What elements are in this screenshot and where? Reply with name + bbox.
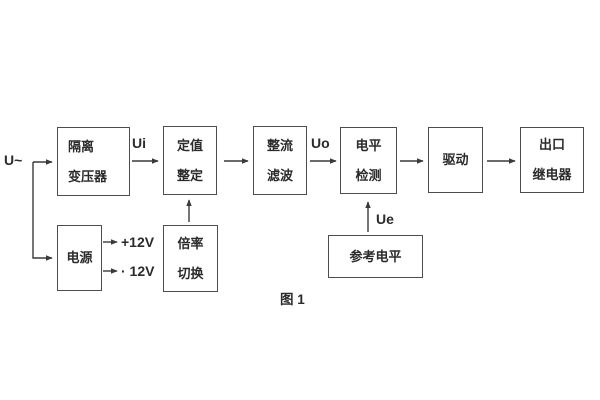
block-setpoint-setting: 定值 整定 bbox=[163, 126, 217, 195]
block-label-line: 变压器 bbox=[68, 168, 108, 184]
block-label-line: 电平 bbox=[355, 137, 382, 153]
signal-label-ue: Ue bbox=[376, 211, 394, 227]
signal-label-uo: Uo bbox=[311, 135, 330, 151]
figure-caption: 图 1 bbox=[280, 292, 305, 307]
block-label-line: 切换 bbox=[177, 265, 204, 281]
signal-label-ui: Ui bbox=[132, 135, 146, 151]
block-label-line: 倍率 bbox=[177, 235, 204, 251]
block-label-line: 隔离 bbox=[68, 138, 95, 154]
block-rectifier-filter: 整流 滤波 bbox=[253, 126, 307, 195]
block-label-line: 参考电平 bbox=[349, 248, 402, 264]
block-ratio-switch: 倍率 切换 bbox=[163, 225, 218, 292]
block-label-line: 整流 bbox=[266, 137, 293, 153]
block-label-line: 出口 bbox=[538, 137, 565, 152]
signal-label-input: U~ bbox=[4, 152, 23, 168]
block-label-line: 整定 bbox=[176, 167, 203, 183]
block-isolation-transformer: 隔离 变压器 bbox=[57, 127, 130, 196]
block-label-line: 驱动 bbox=[442, 152, 469, 167]
signal-label-minus12v: · 12V bbox=[121, 263, 155, 279]
signal-label-plus12v: +12V bbox=[121, 234, 155, 250]
block-label-line: 定值 bbox=[176, 137, 203, 153]
block-reference-level: 参考电平 bbox=[328, 235, 423, 278]
block-level-detector: 电平 检测 bbox=[340, 127, 397, 194]
wire-input-to-power bbox=[32, 162, 53, 261]
block-label-line: 继电器 bbox=[532, 167, 572, 182]
block-driver: 驱动 bbox=[428, 127, 483, 193]
block-power-supply: 电源 bbox=[57, 225, 102, 291]
block-label-line: 检测 bbox=[355, 167, 382, 183]
block-label-line: 滤波 bbox=[266, 167, 293, 183]
block-label-line: 电源 bbox=[66, 250, 93, 265]
block-output-relay: 出口 继电器 bbox=[520, 127, 584, 193]
